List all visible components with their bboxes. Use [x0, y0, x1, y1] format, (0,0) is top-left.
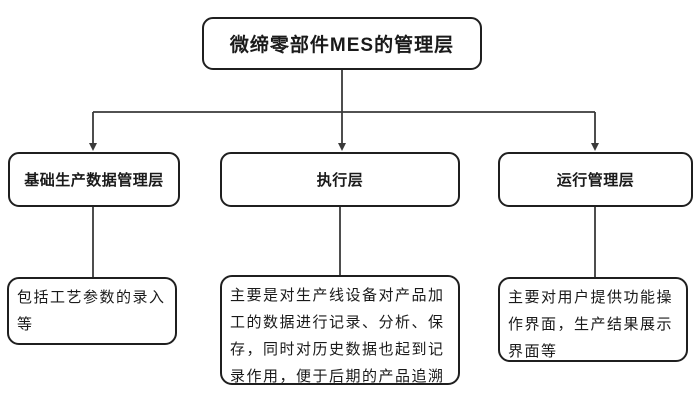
root-node: 微缔零部件MES的管理层	[202, 17, 482, 70]
description-node-basic-data: 包括工艺参数的录入等	[7, 277, 177, 345]
description-node-execution: 主要是对生产线设备对产品加工的数据进行记录、分析、保存，同时对历史数据也起到记录…	[220, 275, 460, 385]
arrowhead-center-icon	[338, 143, 346, 151]
description-execution-text: 主要是对生产线设备对产品加工的数据进行记录、分析、保存，同时对历史数据也起到记录…	[230, 287, 445, 385]
arrowhead-right-icon	[591, 143, 599, 151]
branch-node-basic-data: 基础生产数据管理层	[8, 152, 180, 207]
branch-node-operation-label: 运行管理层	[556, 172, 635, 189]
branch-node-operation: 运行管理层	[498, 152, 693, 207]
description-operation-text: 主要对用户提供功能操作界面，生产结果展示界面等	[508, 289, 674, 360]
branch-node-execution-label: 执行层	[316, 172, 364, 189]
branch-node-basic-data-label: 基础生产数据管理层	[24, 172, 164, 189]
description-basic-data-text: 包括工艺参数的录入等	[17, 289, 166, 333]
description-node-operation: 主要对用户提供功能操作界面，生产结果展示界面等	[498, 277, 688, 362]
root-node-label: 微缔零部件MES的管理层	[229, 35, 455, 56]
arrowhead-left-icon	[89, 143, 97, 151]
branch-node-execution: 执行层	[220, 152, 460, 207]
